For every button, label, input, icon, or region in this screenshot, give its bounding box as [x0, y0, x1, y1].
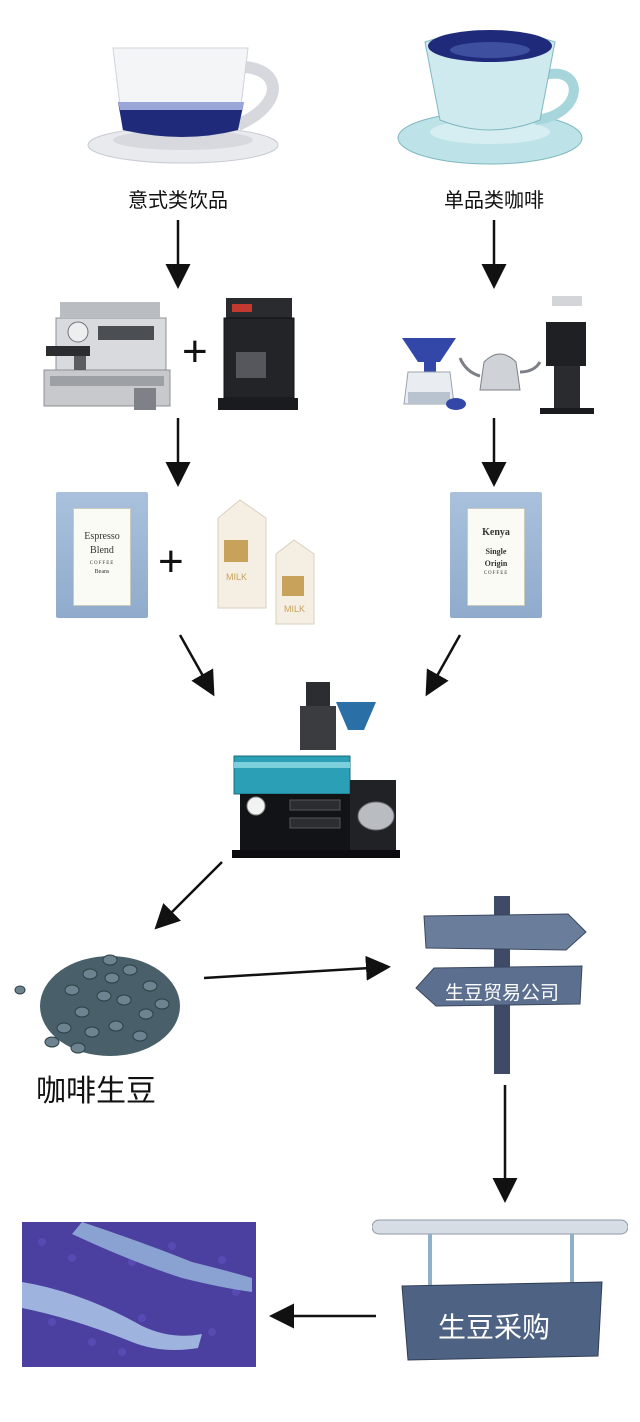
bag-kenya-line4: COFFEE [483, 571, 509, 576]
kenya-single-origin-bag: Kenya Single Origin COFFEE [450, 492, 542, 618]
espresso-blend-bag: Espresso Blend COFFEE Beans [56, 492, 148, 618]
bag-kenya-line1: Kenya [482, 527, 510, 538]
trading-company-signpost [410, 892, 590, 1076]
green-beans-icon [12, 930, 188, 1062]
espresso-cup-icon [78, 40, 300, 170]
pourover-kit-icon [394, 292, 606, 416]
trading-company-label: 生豆贸易公司 [444, 983, 559, 1004]
pourover-cup-icon [395, 20, 590, 170]
bag-espresso-line2: Blend [90, 545, 114, 556]
procurement-label: 生豆采购 [438, 1312, 551, 1343]
bag-kenya-line2: Single [485, 547, 507, 556]
bag-kenya-line3: Origin [484, 559, 508, 568]
bag-espresso-line1: Espresso [84, 531, 120, 542]
bean-sorting-photo [22, 1222, 256, 1367]
plus-sign: + [182, 327, 208, 376]
coffee-grinder-icon [218, 294, 300, 412]
procurement-hanging-sign [372, 1210, 628, 1372]
plus-sign: + [158, 537, 184, 586]
milk-text-2: MILK [284, 604, 305, 614]
espresso-drinks-label: 意式类饮品 [128, 190, 228, 212]
single-origin-label: 单品类咖啡 [444, 190, 544, 212]
coffee-roaster-icon [226, 676, 406, 862]
bag-espresso-line3: COFFEE [89, 561, 115, 566]
milk-text-1: MILK [226, 572, 247, 582]
espresso-machine-icon [38, 298, 176, 416]
green-beans-label: 咖啡生豆 [36, 1075, 156, 1108]
bag-espresso-line4: Beans [94, 569, 110, 575]
milk-cartons-icon: MILK MILK [210, 496, 334, 628]
